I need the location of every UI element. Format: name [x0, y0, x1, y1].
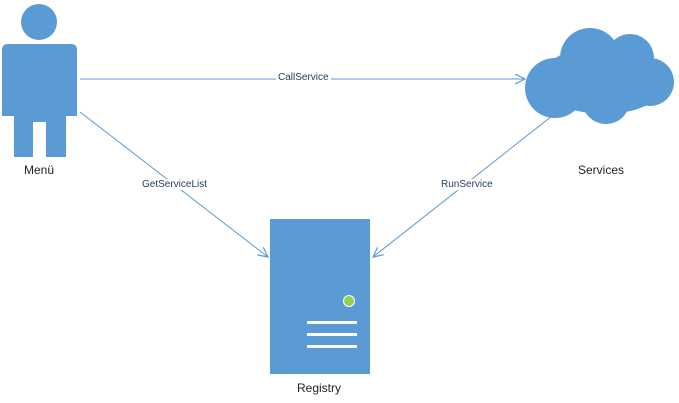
- status-light: [343, 295, 355, 307]
- node-label-registry: Registry: [297, 381, 342, 395]
- cloud-icon: [525, 28, 674, 124]
- edge-label-call-service: CallService: [276, 72, 331, 83]
- node-label-menu: Menü: [24, 163, 55, 177]
- edge-label-run-service: RunService: [439, 179, 495, 190]
- node-label-services: Services: [578, 163, 625, 177]
- edge-label-get-service-list: GetServiceList: [140, 179, 210, 190]
- server-icon: [270, 219, 370, 374]
- person-icon: [2, 4, 77, 157]
